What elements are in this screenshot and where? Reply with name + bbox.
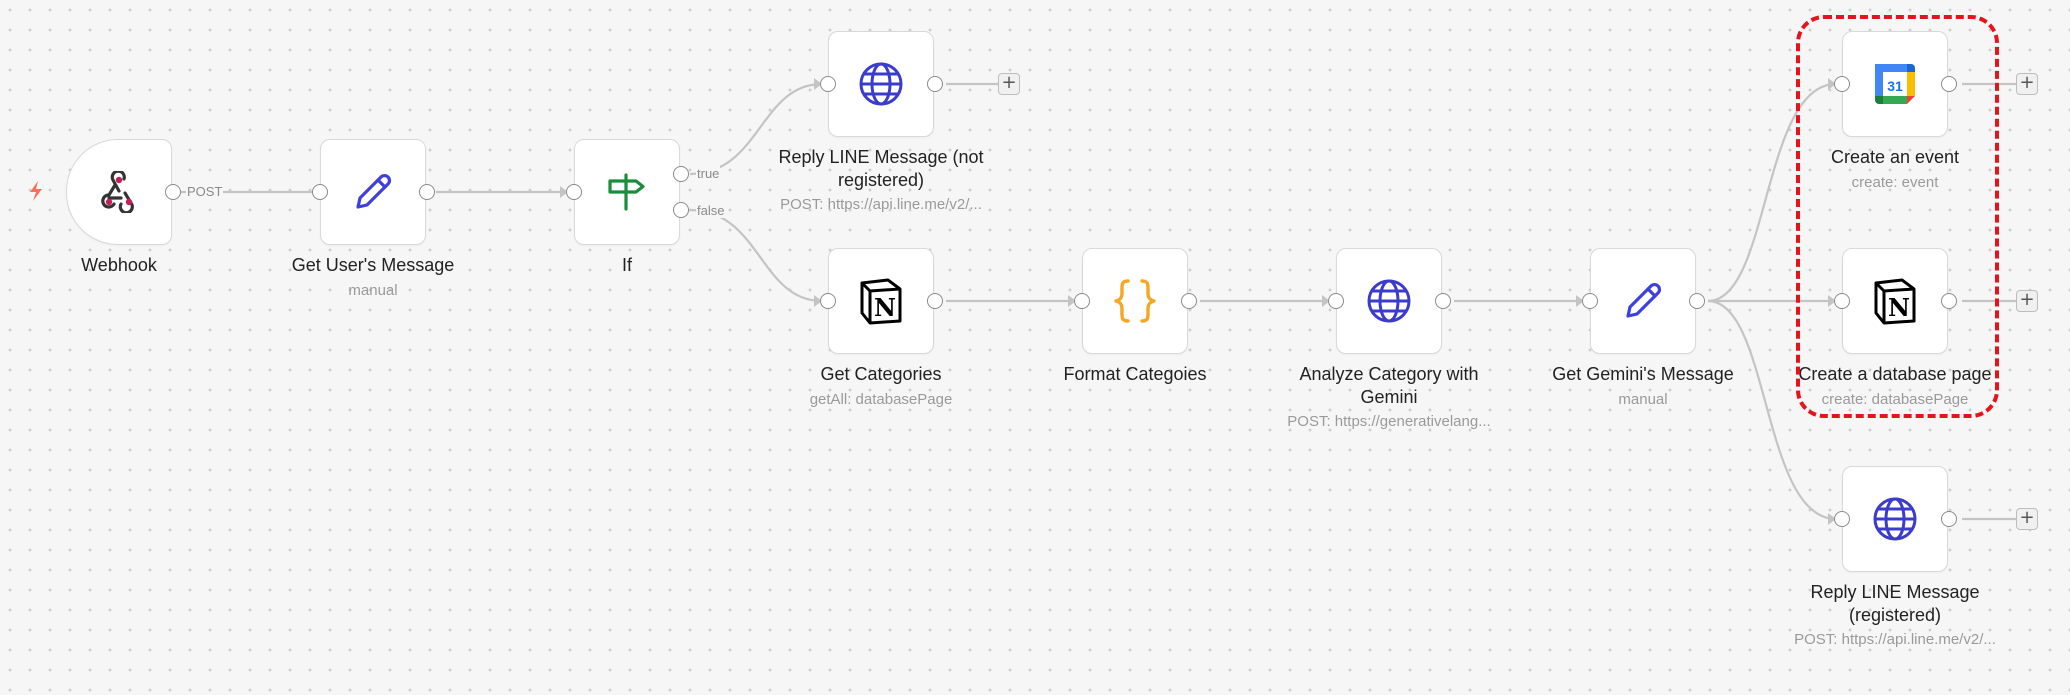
input-handle[interactable]: [1582, 293, 1598, 309]
node-label-get-gemini-message: Get Gemini's Message: [1552, 364, 1734, 384]
node-label-reply-line-registered: Reply LINE Message (registered): [1810, 582, 1980, 625]
output-handle[interactable]: [1941, 511, 1957, 527]
node-create-event[interactable]: 31: [1842, 31, 1948, 137]
trigger-bolt-icon: [30, 181, 42, 201]
highlight-annotation: [1796, 15, 1999, 418]
node-reply-line-not-registered[interactable]: [828, 31, 934, 137]
edit-pencil-icon: [356, 173, 392, 209]
node-format-categories[interactable]: [1082, 248, 1188, 354]
arrowhead: [1576, 295, 1584, 307]
globe-icon: [1873, 497, 1917, 541]
edit-pencil-icon: [1626, 282, 1662, 318]
output-handle[interactable]: [1181, 293, 1197, 309]
output-handle[interactable]: [419, 184, 435, 200]
node-sublabel-get-gemini-message: manual: [1618, 391, 1668, 408]
node-sublabel-get-user-message: manual: [348, 282, 398, 299]
connection-get-gemini-to-reply-registered: [1707, 299, 1837, 521]
input-handle[interactable]: [820, 76, 836, 92]
node-label-webhook: Webhook: [81, 255, 157, 275]
node-get-gemini-message[interactable]: [1590, 248, 1696, 354]
node-label-format-categories: Format Categoies: [1063, 364, 1207, 384]
globe-icon: [859, 62, 903, 106]
node-reply-line-registered[interactable]: [1842, 466, 1948, 572]
arrowhead: [814, 295, 822, 307]
edge-label-true: true: [696, 166, 721, 181]
arrowhead: [1322, 295, 1330, 307]
arrowhead: [1828, 513, 1836, 525]
webhook-icon: [101, 171, 134, 213]
output-handle[interactable]: [927, 293, 943, 309]
add-node-button[interactable]: +: [998, 73, 1020, 95]
add-node-button[interactable]: +: [2016, 290, 2038, 312]
node-sublabel-analyze-category: POST: https://generativelang...: [1287, 413, 1491, 430]
node-label-get-user-message: Get User's Message: [291, 255, 455, 275]
input-handle[interactable]: [1328, 293, 1344, 309]
edge-label-false: false: [696, 203, 726, 218]
globe-icon: [1367, 279, 1411, 323]
node-sublabel-create-database-page: create: databasePage: [1821, 391, 1969, 408]
calendar-day-text: 31: [1887, 78, 1903, 94]
output-handle-false[interactable]: [673, 202, 689, 218]
node-sublabel-reply-line-not-registered: POST: https://api.line.me/v2/...: [780, 196, 982, 213]
node-label-reply-line-not-registered: Reply LINE Message (not registered): [778, 147, 984, 190]
arrowhead: [1068, 295, 1076, 307]
arrowhead: [1828, 78, 1836, 90]
add-node-button[interactable]: +: [2016, 508, 2038, 530]
node-analyze-category[interactable]: [1336, 248, 1442, 354]
input-handle[interactable]: [1834, 293, 1850, 309]
output-handle-true[interactable]: [673, 166, 689, 182]
input-handle[interactable]: [1074, 293, 1090, 309]
input-handle[interactable]: [1834, 76, 1850, 92]
input-handle[interactable]: [566, 184, 582, 200]
output-handle[interactable]: [1689, 293, 1705, 309]
svg-text:N: N: [1888, 293, 1910, 322]
svg-text:N: N: [874, 293, 896, 322]
node-webhook[interactable]: [66, 139, 172, 245]
node-get-categories[interactable]: N: [828, 248, 934, 354]
arrowhead: [814, 78, 822, 90]
output-handle[interactable]: [1941, 293, 1957, 309]
node-label-get-categories: Get Categories: [820, 364, 942, 384]
input-handle[interactable]: [1834, 511, 1850, 527]
notion-icon: N: [1874, 278, 1916, 325]
node-sublabel-reply-line-registered: POST: https://api.line.me/v2/...: [1794, 631, 1996, 648]
output-handle[interactable]: [927, 76, 943, 92]
output-handle[interactable]: [1941, 76, 1957, 92]
connection-get-gemini-to-create-event: [1707, 82, 1837, 303]
output-handle[interactable]: [165, 184, 181, 200]
node-create-database-page[interactable]: N: [1842, 248, 1948, 354]
input-handle[interactable]: [312, 184, 328, 200]
node-get-user-message[interactable]: [320, 139, 426, 245]
code-braces-icon: [1114, 279, 1156, 323]
node-label-if: If: [621, 255, 632, 275]
add-node-button[interactable]: +: [2016, 73, 2038, 95]
google-calendar-icon: 31: [1875, 64, 1915, 104]
arrowhead: [560, 186, 568, 198]
input-handle[interactable]: [820, 293, 836, 309]
signpost-icon: [608, 173, 645, 211]
output-handle[interactable]: [1435, 293, 1451, 309]
edge-label-post: POST: [186, 184, 224, 199]
node-label-create-event: Create an event: [1830, 147, 1960, 167]
notion-icon: N: [860, 278, 902, 325]
node-sublabel-create-event: create: event: [1851, 174, 1939, 191]
arrowhead: [1828, 295, 1836, 307]
node-label-create-database-page: Create a database page: [1798, 364, 1992, 384]
node-label-analyze-category: Analyze Category with Gemini: [1299, 364, 1479, 407]
node-sublabel-get-categories: getAll: databasePage: [809, 391, 953, 408]
node-if[interactable]: [574, 139, 680, 245]
